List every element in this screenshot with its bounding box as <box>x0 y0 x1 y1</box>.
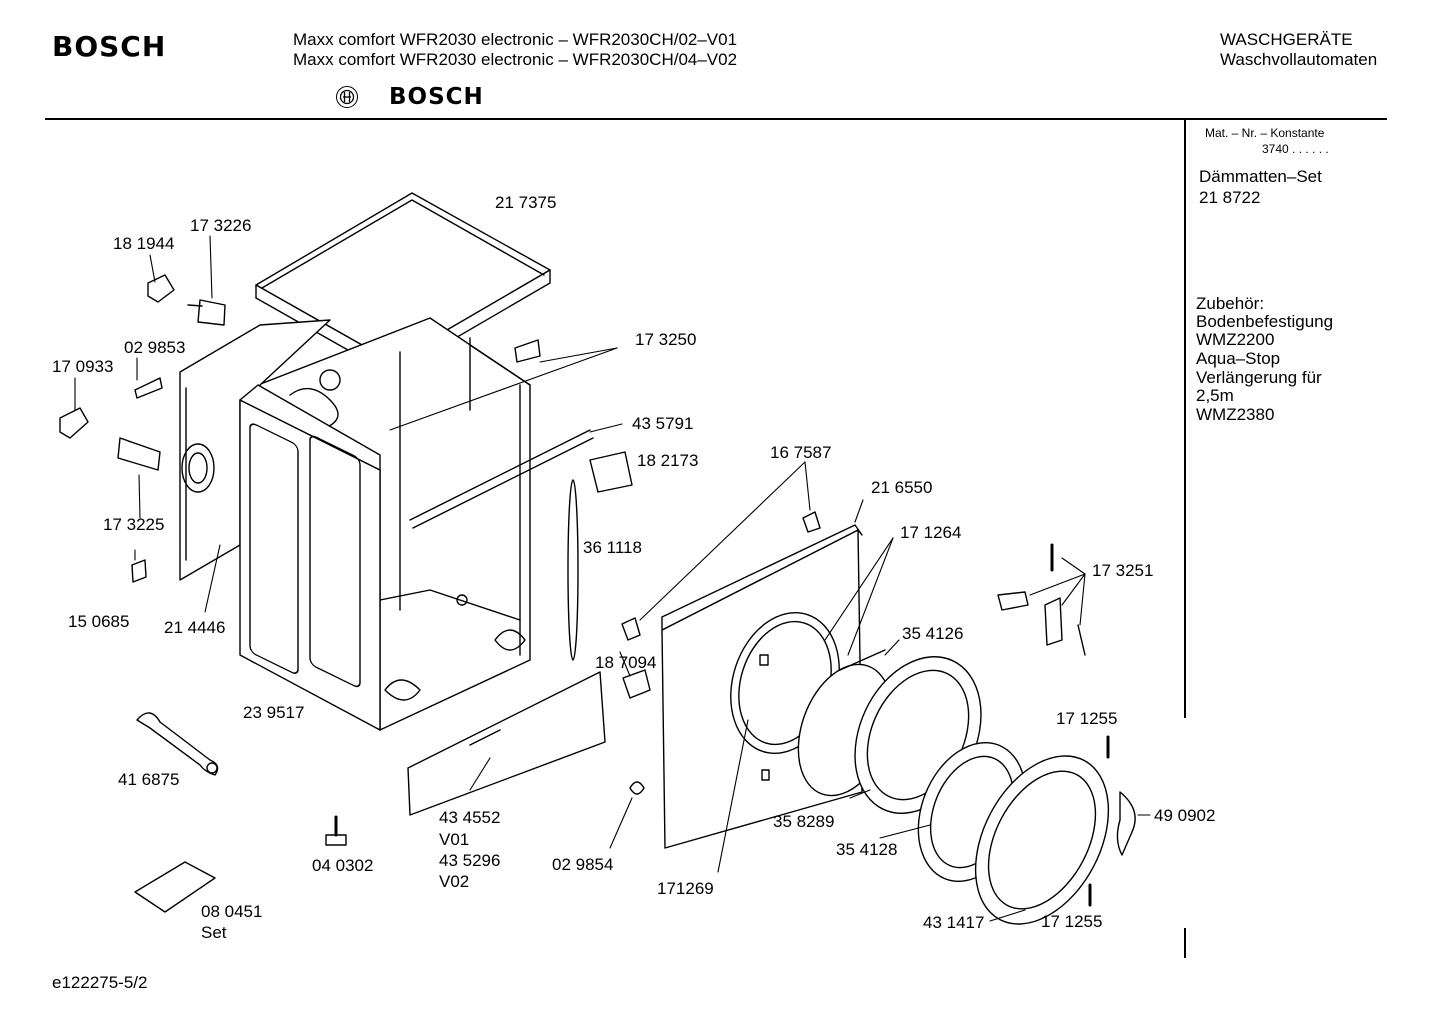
part-label: 43 4552 <box>439 808 501 827</box>
part-label: 17 0933 <box>52 357 114 376</box>
part-label: Set <box>201 923 227 942</box>
category-line-1: WASCHGERÄTE <box>1220 30 1353 49</box>
part-label: V01 <box>439 830 470 849</box>
part-label: 02 9854 <box>552 855 614 874</box>
insulation-set-title: Dämmatten–Set <box>1199 167 1322 186</box>
part-label: 17 3250 <box>635 330 697 349</box>
accessory-line: Verlängerung für <box>1196 368 1322 387</box>
part-label: 04 0302 <box>312 856 374 875</box>
part-label: 43 5791 <box>632 414 694 433</box>
part-label: 49 0902 <box>1154 806 1216 825</box>
part-label: 18 7094 <box>595 653 657 672</box>
part-label: 35 4128 <box>836 840 898 859</box>
part-label: 15 0685 <box>68 612 130 631</box>
part-label: 17 3226 <box>190 216 252 235</box>
side-panel <box>239 384 381 731</box>
model-line-1: Maxx comfort WFR2030 electronic – WFR203… <box>293 30 738 49</box>
accessory-line: WMZ2380 <box>1196 405 1275 424</box>
accessory-line: Aqua–Stop <box>1196 349 1281 368</box>
accessory-line: Bodenbefestigung <box>1196 312 1334 331</box>
category-line-2: Waschvollautomaten <box>1220 50 1378 69</box>
part-label: 17 3251 <box>1092 561 1154 580</box>
accessory-line: Zubehör: <box>1196 294 1265 313</box>
exploded-view-diagram <box>59 192 1151 925</box>
part-label: 23 9517 <box>243 703 305 722</box>
part-label: 17 1255 <box>1041 912 1103 931</box>
part-label: 17 1264 <box>900 523 962 542</box>
cabinet-frame <box>257 317 594 731</box>
part-label: 171269 <box>657 879 714 898</box>
part-label: 21 7375 <box>495 193 557 212</box>
part-label: V02 <box>439 872 470 891</box>
mat-nr-label: Mat. – Nr. – Konstante <box>1205 126 1325 140</box>
part-label: 21 4446 <box>164 618 226 637</box>
part-label: 35 8289 <box>773 812 835 831</box>
sidebar-divider-lower <box>1184 928 1186 958</box>
part-label: 43 1417 <box>923 913 985 932</box>
header-divider <box>45 118 1387 120</box>
model-line-2: Maxx comfort WFR2030 electronic – WFR203… <box>293 50 738 69</box>
part-label: 18 2173 <box>637 451 699 470</box>
part-label: 17 1255 <box>1056 709 1118 728</box>
part-label: 36 1118 <box>583 538 642 557</box>
part-label: 08 0451 <box>201 902 263 921</box>
bosch-emblem-icon <box>336 86 358 108</box>
part-label: 21 6550 <box>871 478 933 497</box>
bosch-logo: BOSCH <box>52 30 167 63</box>
center-brand: BOSCH <box>389 84 484 110</box>
insulation-set-number: 21 8722 <box>1199 188 1261 207</box>
accessory-line: WMZ2200 <box>1196 330 1275 349</box>
leader-lines <box>74 235 1151 922</box>
part-label: 43 5296 <box>439 851 501 870</box>
drawer-handle <box>407 671 606 816</box>
part-label: 17 3225 <box>103 515 165 534</box>
small-parts <box>59 274 1110 913</box>
part-label: 41 6875 <box>118 770 180 789</box>
door-assembly <box>797 656 1136 925</box>
accessory-line: 2,5m <box>1196 386 1234 405</box>
drawing-id: e122275-5/2 <box>52 973 148 992</box>
sidebar-divider <box>1184 120 1186 718</box>
part-label: 02 9853 <box>124 338 186 357</box>
part-label: 16 7587 <box>770 443 832 462</box>
part-label: 18 1944 <box>113 234 175 253</box>
mat-nr-value: 3740 . . . . . . <box>1262 142 1329 156</box>
part-label: 35 4126 <box>902 624 964 643</box>
